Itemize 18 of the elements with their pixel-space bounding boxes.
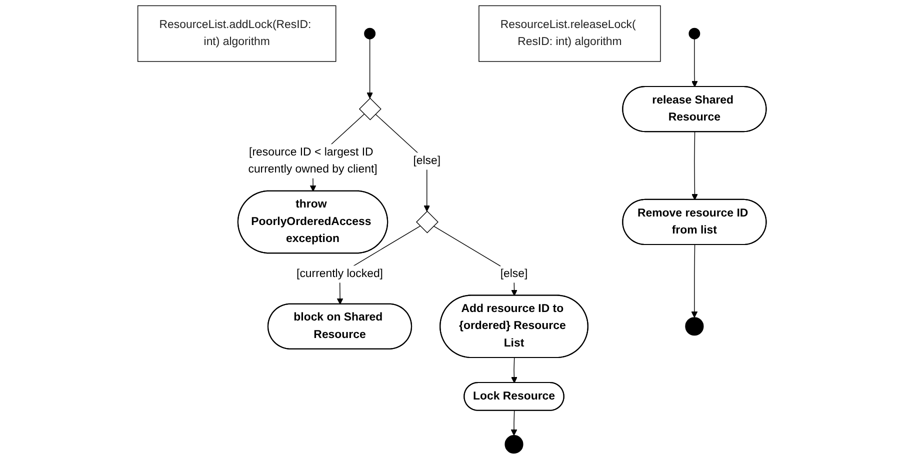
node-circle bbox=[504, 435, 524, 454]
arrow bbox=[510, 410, 518, 436]
arrow bbox=[691, 244, 698, 318]
arrow bbox=[511, 357, 518, 384]
node-circle bbox=[688, 28, 700, 40]
node-box: ResourceList.addLock(ResID: int) algorithm bbox=[137, 5, 336, 62]
node-diamond bbox=[358, 98, 382, 120]
edge-label: [else] bbox=[413, 154, 441, 167]
edge-label: [resource ID < largest ID currently owned by client] bbox=[248, 146, 378, 176]
arrow bbox=[366, 38, 373, 99]
arrow bbox=[692, 132, 698, 200]
node-circle bbox=[685, 317, 704, 336]
node-diamond bbox=[416, 210, 438, 234]
edge-label: [else] bbox=[500, 268, 528, 280]
arrow bbox=[691, 38, 698, 88]
edge-label: [currently locked] bbox=[296, 268, 383, 280]
node-box: ResourceList.releaseLock( ResID: int) algorithm bbox=[478, 5, 661, 62]
node-circle bbox=[364, 28, 376, 40]
